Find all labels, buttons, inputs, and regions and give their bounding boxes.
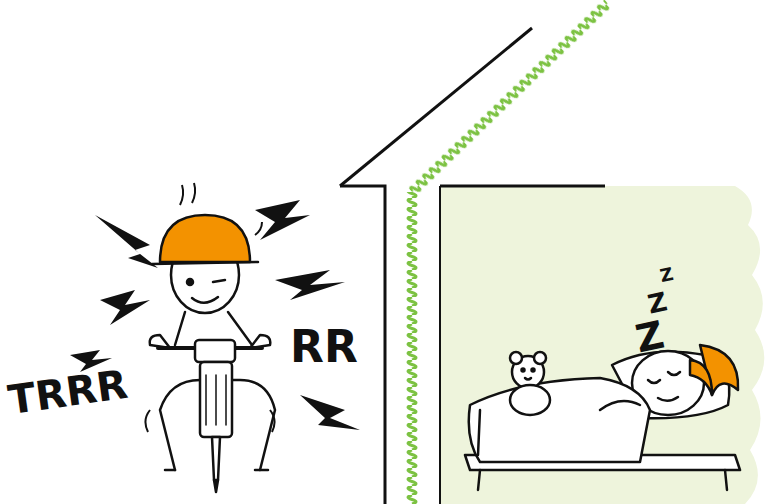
- noise-sound: TRRR: [6, 364, 130, 420]
- worker-figure: [150, 215, 275, 492]
- vibration-mark: [145, 183, 274, 432]
- room-fill: [440, 186, 764, 504]
- noise-sound: RR: [290, 325, 358, 369]
- insulation-coil: [404, 192, 420, 504]
- insulation-coil: [406, 0, 613, 198]
- ceiling-line: [440, 185, 605, 188]
- sleeping-child: [465, 345, 740, 490]
- right-wall: [439, 186, 441, 504]
